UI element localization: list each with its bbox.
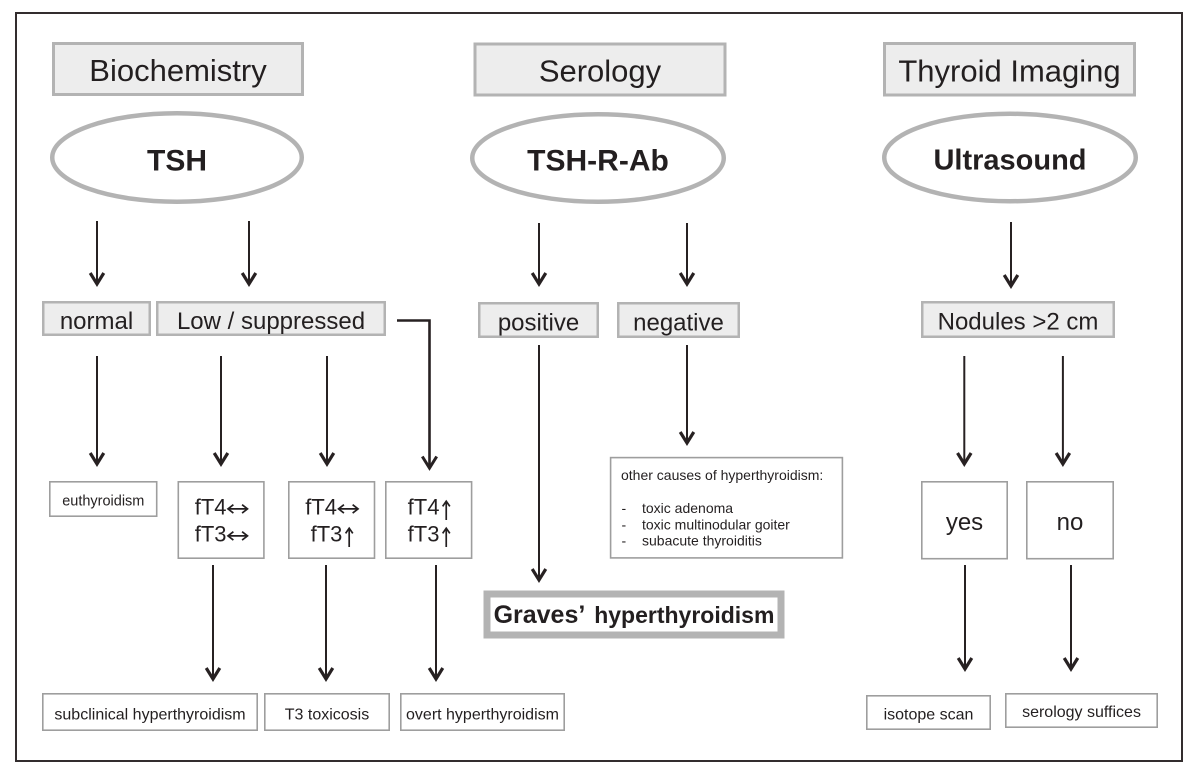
svg-text:yes: yes: [946, 509, 983, 536]
svg-text:Biochemistry: Biochemistry: [89, 53, 267, 88]
svg-text:other causes of hyperthyroidis: other causes of hyperthyroidism:: [621, 467, 823, 483]
svg-text:Ultrasound: Ultrasound: [933, 145, 1086, 177]
svg-text:Low / suppressed: Low / suppressed: [177, 308, 365, 335]
svg-text:-: -: [622, 516, 627, 532]
svg-text:fT4: fT4: [408, 495, 440, 520]
svg-text:fT3: fT3: [195, 522, 227, 547]
svg-text:Graves’ hyperthyroidism: Graves’ hyperthyroidism: [494, 601, 775, 629]
svg-text:toxic adenoma: toxic adenoma: [642, 500, 733, 516]
svg-text:fT3: fT3: [408, 522, 440, 547]
svg-text:-: -: [622, 533, 627, 549]
svg-text:no: no: [1057, 509, 1084, 536]
svg-text:subacute thyroiditis: subacute thyroiditis: [642, 533, 762, 549]
svg-text:euthyroidism: euthyroidism: [62, 494, 144, 510]
svg-text:positive: positive: [498, 310, 579, 337]
svg-text:T3 toxicosis: T3 toxicosis: [285, 707, 369, 724]
svg-text:-: -: [622, 500, 627, 516]
svg-text:Nodules >2 cm: Nodules >2 cm: [938, 309, 1099, 336]
svg-text:Serology: Serology: [539, 54, 662, 89]
svg-text:Thyroid Imaging: Thyroid Imaging: [898, 54, 1120, 89]
svg-text:fT4: fT4: [305, 495, 337, 520]
svg-text:toxic multinodular goiter: toxic multinodular goiter: [642, 516, 790, 532]
svg-text:isotope scan: isotope scan: [884, 707, 974, 724]
svg-text:subclinical hyperthyroidism: subclinical hyperthyroidism: [54, 707, 245, 724]
svg-text:fT4: fT4: [195, 495, 227, 520]
svg-text:overt hyperthyroidism: overt hyperthyroidism: [406, 707, 559, 724]
svg-text:normal: normal: [60, 308, 133, 335]
svg-text:negative: negative: [633, 310, 724, 337]
svg-text:serology suffices: serology suffices: [1022, 704, 1141, 721]
svg-text:TSH: TSH: [147, 145, 207, 178]
svg-text:TSH-R-Ab: TSH-R-Ab: [527, 145, 669, 178]
svg-text:fT3: fT3: [311, 522, 343, 547]
